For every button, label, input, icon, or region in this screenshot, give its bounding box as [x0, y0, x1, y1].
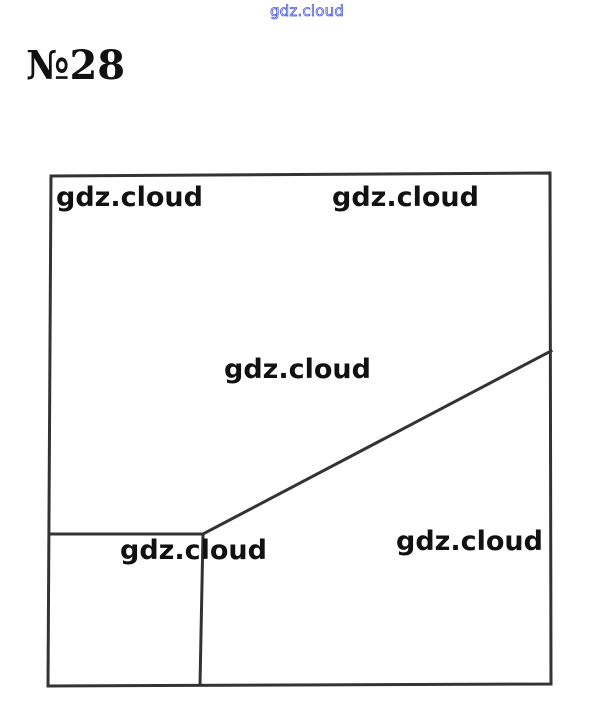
watermark-top-left: gdz.cloud	[56, 182, 203, 213]
top-watermark: gdz.cloud	[269, 2, 345, 21]
watermark-center: gdz.cloud	[224, 354, 371, 385]
watermark-top-right: gdz.cloud	[332, 182, 479, 213]
watermark-bottom-left: gdz.cloud	[120, 535, 267, 566]
problem-number: №28	[26, 42, 126, 89]
watermark-bottom-right: gdz.cloud	[396, 526, 543, 557]
outer-square	[46, 171, 553, 688]
diagonal-line	[200, 348, 554, 537]
